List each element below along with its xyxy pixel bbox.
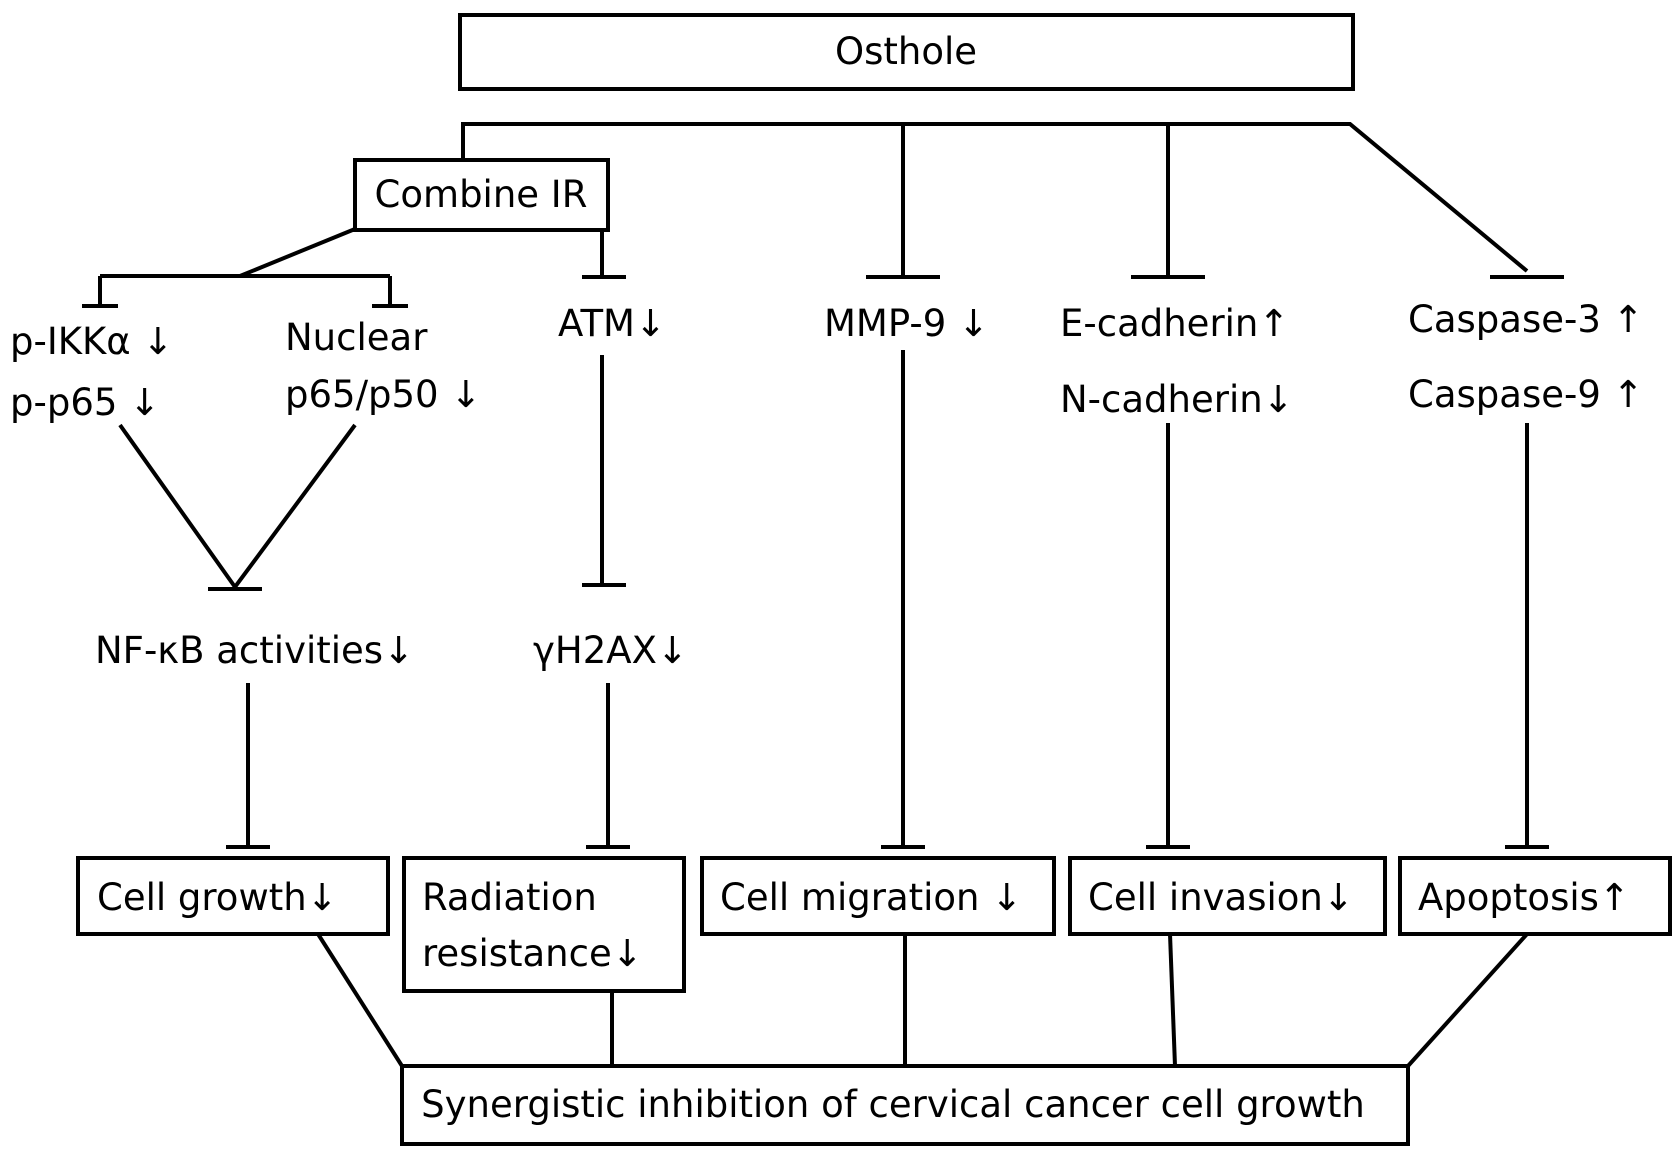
apoptosis-to-final-line — [1406, 932, 1529, 1068]
combine-ir-label: Combine IR — [374, 173, 588, 216]
growth-to-final-line — [316, 932, 404, 1068]
radiation-resistance-box — [402, 856, 686, 993]
p65-p50-label: p65/p50 ↓ — [285, 373, 482, 416]
nfkb-activities-label: NF-κB activities↓ — [95, 629, 415, 672]
cell-invasion-box — [1068, 856, 1387, 936]
combine-ir-diagonal-line — [239, 227, 356, 278]
caspase3-label: Caspase-3 ↑ — [1408, 298, 1644, 341]
ecadherin-label: E-cadherin↑ — [1060, 302, 1290, 345]
combine-ir-box — [353, 158, 610, 232]
cell-growth-box — [76, 856, 390, 936]
cell-growth-label: Cell growth↓ — [97, 876, 338, 919]
radiation-label: Radiation — [422, 876, 597, 919]
osthole-branch-line — [461, 122, 1529, 273]
mmp9-label: MMP-9 ↓ — [824, 302, 990, 345]
osthole-box — [458, 13, 1355, 91]
cell-migration-label: Cell migration ↓ — [720, 876, 1023, 919]
atm-label: ATM↓ — [558, 302, 666, 345]
ncadherin-label: N-cadherin↓ — [1060, 378, 1294, 421]
cell-invasion-label: Cell invasion↓ — [1088, 876, 1354, 919]
nuclear-label: Nuclear — [285, 316, 428, 359]
invasion-to-final-line — [1168, 933, 1177, 1067]
nfkb-convergence-lines — [118, 423, 357, 591]
apoptosis-box — [1398, 856, 1672, 936]
cell-migration-box — [700, 856, 1056, 936]
final-outcome-label: Synergistic inhibition of cervical cance… — [421, 1083, 1365, 1126]
apoptosis-label: Apoptosis↑ — [1418, 876, 1630, 919]
p-p65-label: p-p65 ↓ — [10, 381, 161, 424]
p-ikka-label: p-IKKα ↓ — [10, 320, 174, 363]
resistance-label: resistance↓ — [422, 932, 643, 975]
gh2ax-label: γH2AX↓ — [533, 629, 688, 672]
osthole-label: Osthole — [834, 30, 978, 73]
caspase9-label: Caspase-9 ↑ — [1408, 373, 1644, 416]
final-outcome-box — [400, 1064, 1410, 1146]
